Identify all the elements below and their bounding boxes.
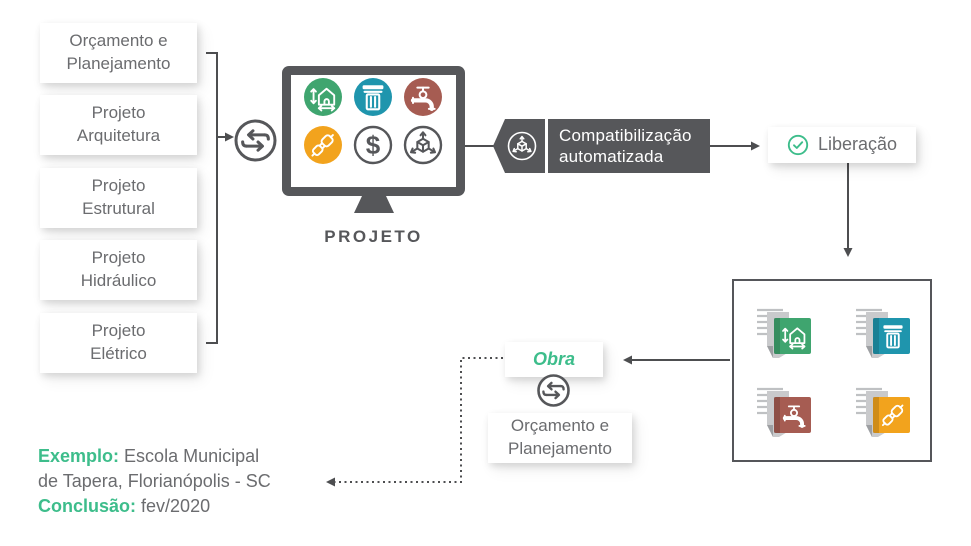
arrowhead-left-example: [326, 477, 335, 487]
projeto-label: PROJETO: [324, 227, 423, 246]
example-label: Exemplo:: [38, 446, 120, 466]
stack-bracket: [206, 52, 218, 344]
example-line-3: Conclusão: fev/2020: [38, 494, 271, 519]
example-line-2: de Tapera, Florianópolis - SC: [38, 471, 271, 491]
dashed-obra-to-example: [335, 357, 503, 483]
hydraulic-doc-icon: [757, 387, 811, 437]
stack-box-label: Arquitetura: [76, 126, 161, 145]
compatibility-tag-icon: [493, 119, 545, 173]
stack-box-label: Hidráulico: [80, 271, 157, 290]
stack-box-label: Projeto: [91, 248, 146, 268]
stack-box-projeto-hidraulico: Projeto Hidráulico: [40, 240, 197, 300]
stack-box-label: Projeto: [91, 321, 146, 341]
stack-box-label: Estrutural: [82, 199, 155, 218]
arrowhead-right-2: [751, 141, 760, 151]
stack-box-label: Elétrico: [90, 344, 147, 363]
monitor-graphic: $: [282, 66, 465, 213]
compatibilizacao-banner: Compatibilização automatizada: [548, 119, 710, 173]
check-circle-icon: [787, 134, 809, 156]
conclusion-value: fev/2020: [141, 496, 211, 516]
svg-text:$: $: [366, 130, 381, 160]
banner-line: automatizada: [559, 147, 664, 166]
stack-box-label: Projeto: [91, 176, 146, 196]
stack-box-label: Orçamento e: [69, 31, 168, 51]
arrowhead-left-obra: [623, 355, 632, 365]
budget-planning-label: Orçamento e: [510, 416, 610, 436]
sync-arrows-icon: [537, 374, 570, 407]
liberacao-box: Liberação: [768, 127, 916, 163]
stack-box-projeto-estrutural: Projeto Estrutural: [40, 168, 197, 228]
electrical-doc-icon: [856, 387, 910, 437]
architecture-doc-icon: [757, 308, 811, 358]
stack-box-orcamento-planejamento: Orçamento e Planejamento: [40, 23, 197, 83]
monitor-stand: [354, 196, 394, 213]
banner-line: Compatibilização: [559, 125, 692, 145]
stack-box-projeto-eletrico: Projeto Elétrico: [40, 313, 197, 373]
sync-arrows-icon: [234, 119, 277, 162]
arrowhead-down: [843, 248, 853, 257]
example-line-1: Exemplo: Escola Municipal: [38, 444, 271, 469]
obra-box: Obra: [505, 342, 603, 377]
example-value: Escola Municipal: [124, 446, 260, 466]
hydraulic-faucet-icon: [404, 78, 442, 116]
structural-column-icon: [354, 78, 392, 116]
budget-planning-label: Planejamento: [508, 439, 612, 458]
bim-model-cube-icon: [403, 125, 443, 165]
stack-box-label: Planejamento: [66, 54, 171, 73]
obra-label: Obra: [532, 348, 575, 369]
budget-dollar-icon: $: [353, 125, 393, 165]
structural-doc-icon: [856, 308, 910, 358]
liberacao-label: Liberação: [817, 134, 898, 155]
architecture-icon: [304, 78, 342, 116]
stack-box-projeto-arquitetura: Projeto Arquitetura: [40, 95, 197, 155]
conclusion-label: Conclusão:: [38, 496, 137, 516]
example-caption: Exemplo: Escola Municipal de Tapera, Flo…: [38, 444, 271, 519]
stack-box-label: Projeto: [91, 103, 146, 123]
electrical-plug-icon: [304, 126, 342, 164]
budget-planning-box: Orçamento e Planejamento: [488, 413, 632, 463]
